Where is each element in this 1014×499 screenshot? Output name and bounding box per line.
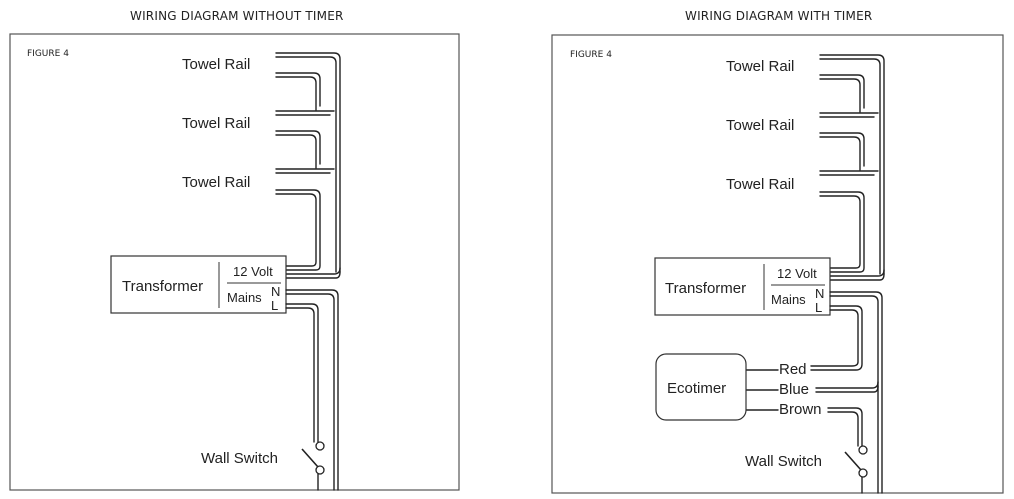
left-transformer-mains: Mains bbox=[227, 290, 262, 305]
left-rail-label-2: Towel Rail bbox=[182, 115, 250, 132]
ecotimer-label: Ecotimer bbox=[667, 380, 726, 397]
left-transformer-l: L bbox=[271, 298, 278, 313]
timer-wire-brown: Brown bbox=[779, 401, 822, 418]
right-rail-label-3: Towel Rail bbox=[726, 176, 794, 193]
left-transformer-12volt: 12 Volt bbox=[233, 264, 273, 279]
right-transformer-n: N bbox=[815, 286, 824, 301]
left-transformer-label: Transformer bbox=[122, 278, 203, 295]
right-mains-wires bbox=[745, 291, 883, 494]
right-transformer-12volt: 12 Volt bbox=[777, 266, 817, 281]
right-transformer-l: L bbox=[815, 300, 822, 315]
left-diagram-frame bbox=[9, 33, 460, 491]
left-rail-wires bbox=[275, 52, 341, 279]
left-mains-wires bbox=[285, 289, 339, 491]
left-wall-switch bbox=[301, 441, 325, 475]
right-diagram-heading: WIRING DIAGRAM WITH TIMER bbox=[685, 9, 873, 23]
left-diagram: FIGURE 4 Towel Rail Towel Rail Towel Rai… bbox=[9, 33, 460, 491]
right-transformer-label: Transformer bbox=[665, 280, 746, 297]
right-wall-switch bbox=[844, 445, 868, 478]
right-figure-label: FIGURE 4 bbox=[570, 50, 612, 60]
right-transformer-box bbox=[654, 257, 831, 316]
left-transformer-box bbox=[110, 255, 287, 314]
right-diagram-frame bbox=[551, 34, 1004, 494]
right-diagram: FIGURE 4 Towel Rail Towel Rail Towel Rai… bbox=[551, 34, 1004, 494]
right-transformer-mains: Mains bbox=[771, 292, 806, 307]
ecotimer-box bbox=[655, 353, 747, 421]
right-rail-wires bbox=[819, 54, 885, 281]
left-figure-label: FIGURE 4 bbox=[27, 49, 69, 59]
left-wall-switch-label: Wall Switch bbox=[201, 450, 278, 467]
left-transformer-n: N bbox=[271, 284, 280, 299]
left-diagram-heading: WIRING DIAGRAM WITHOUT TIMER bbox=[130, 9, 344, 23]
right-rail-label-2: Towel Rail bbox=[726, 117, 794, 134]
timer-wire-blue: Blue bbox=[779, 381, 809, 398]
timer-wire-red: Red bbox=[779, 361, 807, 378]
right-rail-label-1: Towel Rail bbox=[726, 58, 794, 75]
right-wall-switch-label: Wall Switch bbox=[745, 453, 822, 470]
left-rail-label-3: Towel Rail bbox=[182, 174, 250, 191]
left-rail-label-1: Towel Rail bbox=[182, 56, 250, 73]
